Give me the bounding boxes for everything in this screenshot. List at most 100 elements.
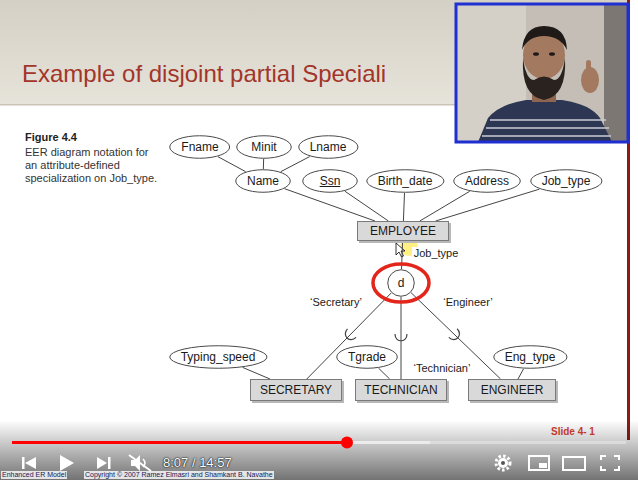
settings-icon [501,461,505,465]
disjoint-circle: d [387,269,415,297]
node-text: TECHNICIAN [364,383,437,397]
subclass-box: SECRETARY [250,379,342,401]
node-text: SECRETARY [260,383,332,397]
subset-symbol [345,329,356,340]
node-text: Ssn [320,174,341,188]
webcam-overlay [456,4,628,142]
figure-caption: EER diagram notation for an attribute-de… [25,146,159,185]
circle-shape [388,270,415,297]
ellipse-shape [298,136,357,159]
theater-icon [563,457,585,470]
ellipse-shape [366,170,443,193]
relationship-line [518,369,524,379]
progress-buffer [12,441,430,444]
node-text: Eng_type [505,350,556,364]
fullscreen-icon [601,456,619,470]
subset-symbol [449,329,460,340]
subclass-box: TECHNICIAN [355,379,447,401]
progress-track [12,441,626,444]
relationship-line [403,193,404,221]
connector-group [218,157,539,379]
relationship-line [285,189,375,221]
relationship-line [218,157,246,172]
node-text: Typing_speed [181,350,256,364]
next-icon [108,457,111,469]
edge-label: ‘Secretary’ [308,296,364,309]
node-text: ENGINEER [481,383,544,397]
node-text: Address [465,174,509,188]
relationship-line [436,189,540,221]
presenter-finger [586,60,591,76]
attribute-ellipse: Eng_type [493,345,568,369]
video-time: 8:07 / 14:57 [163,455,232,470]
slide-title: Example of disjoint partial Speciali [22,60,386,88]
ellipse-shape [303,170,358,193]
node-text: Name [247,174,279,188]
node-text: Minit [251,140,276,154]
subset-symbol-group [345,329,459,341]
play-icon [60,455,74,471]
presenter-hair [522,26,567,50]
ellipse-shape [237,136,292,159]
composite-attribute-ellipse: Name [235,169,291,193]
shirt-stripes [482,120,611,136]
ellipse-shape [493,346,566,369]
relationship-line [281,157,310,172]
progress-played [12,441,347,444]
attribute-ellipse: Address [453,169,521,193]
slide-footer: Enhanced ER Model [1,471,67,479]
relationship-line [345,191,389,221]
next-icon [97,457,107,469]
node-text: d [398,276,405,290]
figure-number: Figure 4.4 [25,131,77,144]
node-text: Birth_date [378,174,433,188]
mute-slash [129,455,151,471]
node-text: Tgrade [348,350,386,364]
edge-label: ‘Technician’ [412,362,473,375]
relationship-line [401,297,402,379]
presenter-shirt [478,100,612,142]
annotation-circle [373,264,429,302]
slide-number: Slide 4- 1 [551,426,595,438]
relationship-line [411,293,501,379]
node-text: Job_type [542,174,591,188]
key-attribute-ellipse: Ssn [302,169,358,193]
mouse-pointer [396,243,405,257]
node-text: Fname [181,140,218,154]
attribute-ellipse: Fname [169,135,230,159]
entity-box: EMPLOYEE [357,221,449,241]
node-text: EMPLOYEE [370,224,436,238]
previous-icon [22,457,25,469]
ellipse-shape [169,346,266,369]
player-controls [0,420,638,480]
presenter-eye [533,52,539,56]
relationship-line [263,159,264,169]
webcam-ground [456,4,628,142]
relationship-line [378,368,389,379]
copyright-note: Copyright © 2007 Ramez Elmasri and Shamk… [84,471,274,479]
attribute-ellipse: Tgrade [336,345,398,369]
attribute-ellipse: Minit [236,135,292,159]
attribute-ellipse: Job_type [530,169,603,193]
attribute-ellipse: Birth_date [366,169,445,193]
miniplayer-icon [539,463,547,468]
edge-label: ‘Engineer’ [441,296,494,309]
ellipse-shape [454,170,521,193]
controls-shade [0,420,638,480]
progress-knob [341,437,353,449]
node-text: Lname [310,140,347,154]
ellipse-shape [236,170,291,193]
subset-symbol [395,334,407,341]
subclass-box: ENGINEER [468,379,556,401]
miniplayer-icon [529,456,549,470]
relationship-line [420,191,470,221]
attribute-ellipse: Typing_speed [169,345,268,369]
relationship-line [243,367,270,379]
webcam-border [456,4,628,142]
ellipse-shape [337,346,398,369]
settings-icon [496,456,510,470]
settings-icon [498,458,508,468]
previous-icon [25,457,36,469]
